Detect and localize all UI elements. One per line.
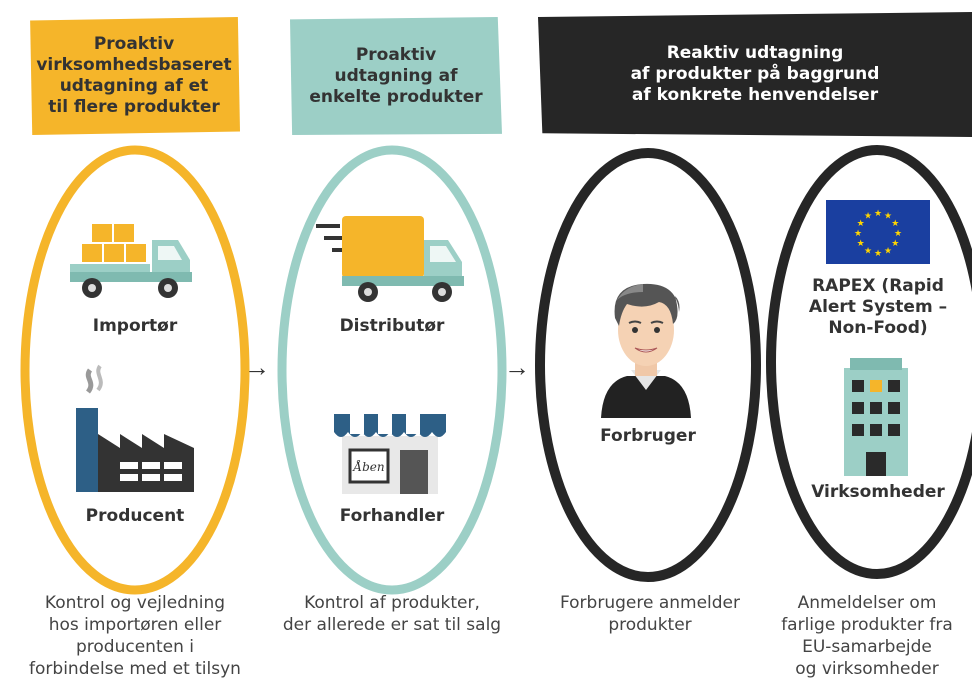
shop-sign-text: Åben: [351, 459, 384, 474]
consumer-face-icon: [601, 283, 691, 418]
header-proactive-company: Proaktiv virksomhedsbaseret udtagning af…: [30, 17, 240, 135]
label-producer: Producent: [85, 506, 185, 526]
eu-star-icon: ★: [884, 211, 892, 221]
eu-star-icon: ★: [894, 228, 902, 238]
eu-star-icon: ★: [857, 218, 865, 228]
caption-col4: Anmeldelser om farlige produkter fra EU-…: [781, 593, 953, 679]
label-importer: Importør: [92, 316, 178, 336]
arrow-1: →: [244, 352, 270, 382]
label-companies: Virksomheder: [811, 482, 945, 502]
oval-dark-rapex: [766, 145, 972, 579]
eu-star-icon: ★: [857, 238, 865, 248]
eu-star-icon: ★: [874, 248, 882, 258]
eu-star-icon: ★: [864, 245, 872, 255]
oval-dark-consumer: [535, 148, 761, 582]
caption-col3: Forbrugere anmelder produkter: [559, 593, 741, 635]
eu-star-icon: ★: [891, 238, 899, 248]
eu-star-icon: ★: [884, 245, 892, 255]
factory-icon: [76, 364, 194, 492]
header-proactive-single: Proaktiv udtagning af enkelte produkter: [290, 17, 502, 135]
label-consumer: Forbruger: [600, 426, 696, 446]
truck-with-boxes-icon: [70, 224, 192, 298]
oval-teal: [277, 145, 507, 595]
eu-star-icon: ★: [874, 208, 882, 218]
caption-col2: Kontrol af produkter, der allerede er sa…: [282, 593, 502, 635]
header-reactive-text: Reaktiv udtagning af produkter på baggru…: [630, 43, 880, 105]
header-proactive-company-text: Proaktiv virksomhedsbaseret udtagning af…: [36, 34, 232, 117]
arrow-2: →: [504, 352, 530, 382]
eu-flag-icon: ★★★★★★★★★★★★: [826, 200, 930, 264]
header-reactive: Reaktiv udtagning af produkter på baggru…: [538, 12, 972, 137]
label-rapex: RAPEX (Rapid Alert System – Non-Food): [808, 276, 948, 338]
header-proactive-single-text: Proaktiv udtagning af enkelte produkter: [309, 44, 483, 107]
shop-icon: Åben: [334, 414, 446, 494]
caption-col1: Kontrol og vejledning hos importøren ell…: [29, 593, 241, 679]
label-retailer: Forhandler: [339, 506, 445, 526]
oval-yellow: [20, 145, 250, 595]
delivery-van-icon: [316, 216, 464, 302]
eu-star-icon: ★: [864, 211, 872, 221]
eu-star-icon: ★: [891, 218, 899, 228]
label-distributor: Distributør: [339, 316, 445, 336]
eu-star-icon: ★: [854, 228, 862, 238]
office-building-icon: [844, 358, 908, 476]
